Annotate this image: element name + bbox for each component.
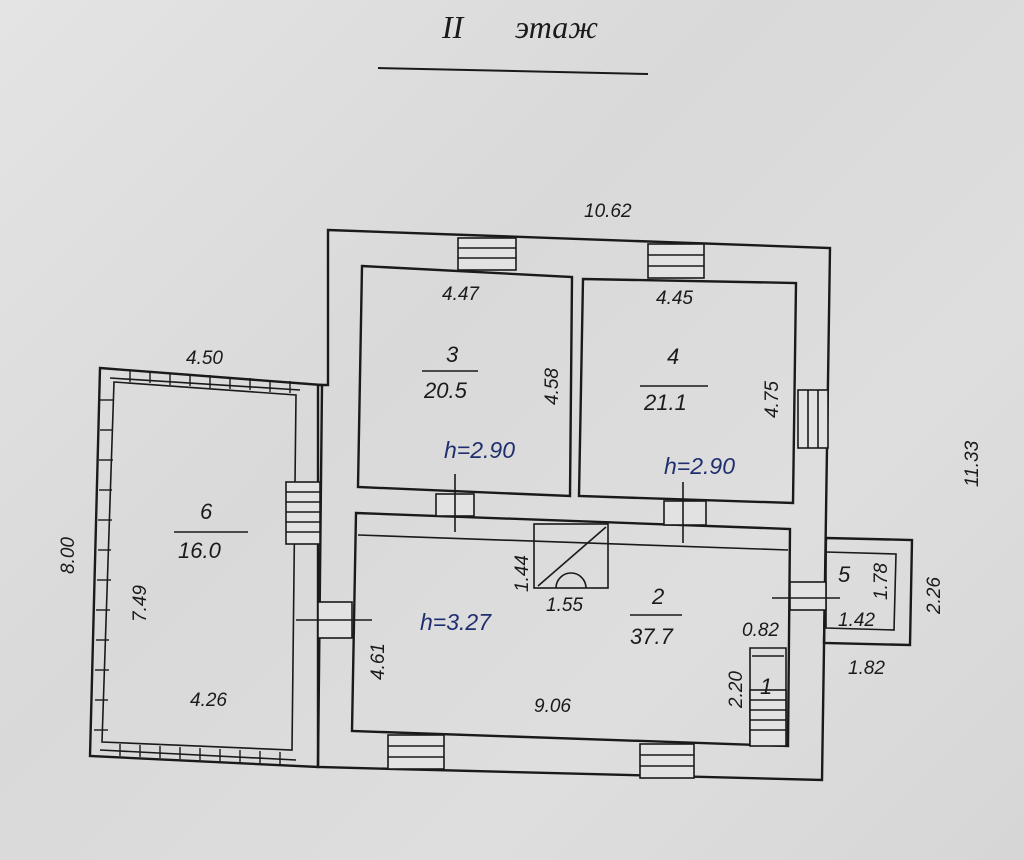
dim-room1-width: 0.82 [742,620,779,641]
room-4-label: 4 21.1 [640,344,708,415]
dim-room1-depth: 2.20 [726,671,747,709]
stair-arc [555,572,587,589]
dim-stair-depth: 1.44 [512,555,533,592]
floor-number: II [441,9,465,45]
dim-room6-inner-depth: 7.49 [130,585,151,622]
svg-text:6: 6 [200,499,213,524]
dim-porch-width: 1.82 [848,658,885,679]
room-4-walls [577,277,798,505]
dim-overall-depth: 11.33 [962,440,983,487]
room-5-label: 5 [838,562,851,587]
room-4-height: h=2.90 [664,453,735,479]
svg-text:21.1: 21.1 [643,390,687,415]
svg-text:2: 2 [651,584,664,609]
room-2-inner-wall [357,534,789,551]
room-3-walls [356,264,574,498]
doors [296,474,840,657]
stair [533,523,609,589]
room-6-wall-hatching [94,370,301,764]
svg-text:3: 3 [446,342,459,367]
dim-overall-width: 10.62 [584,201,632,222]
room-6-inner-wall [101,381,297,751]
room-6-label: 6 16.0 [174,499,248,563]
svg-text:37.7: 37.7 [630,624,674,649]
room-2-label: 2 37.7 [630,584,682,649]
room-6-outer-wall [88,366,324,769]
room-1-label: 1 [760,674,772,699]
dim-room4-depth: 4.75 [762,381,783,418]
dim-room6-outer-depth: 8.00 [58,537,79,574]
dim-room5-width: 1.42 [838,610,875,631]
dim-room4-width: 4.45 [656,288,693,309]
svg-text:4: 4 [667,344,679,369]
room-2-walls [350,511,792,748]
dim-room6-outer-width: 4.50 [186,348,223,369]
svg-text:20.5: 20.5 [423,378,468,403]
room-3-height: h=2.90 [444,437,515,463]
dim-room3-width: 4.47 [442,284,480,305]
title-underline [377,67,649,75]
dim-porch-depth: 2.26 [924,577,945,615]
dim-room6-inner-width: 4.26 [190,690,227,711]
dim-room2-depth: 4.61 [368,643,389,680]
dim-room2-width: 9.06 [534,696,571,717]
dim-room5-depth: 1.78 [871,563,892,600]
dim-stair-width: 1.55 [546,595,583,616]
room-2-height: h=3.27 [420,609,492,635]
windows [285,237,829,779]
svg-text:16.0: 16.0 [178,538,222,563]
dim-room3-depth: 4.58 [542,368,563,405]
room-3-label: 3 20.5 [422,342,478,403]
stair-diagonal [537,526,607,587]
floor-word: этаж [515,9,598,45]
